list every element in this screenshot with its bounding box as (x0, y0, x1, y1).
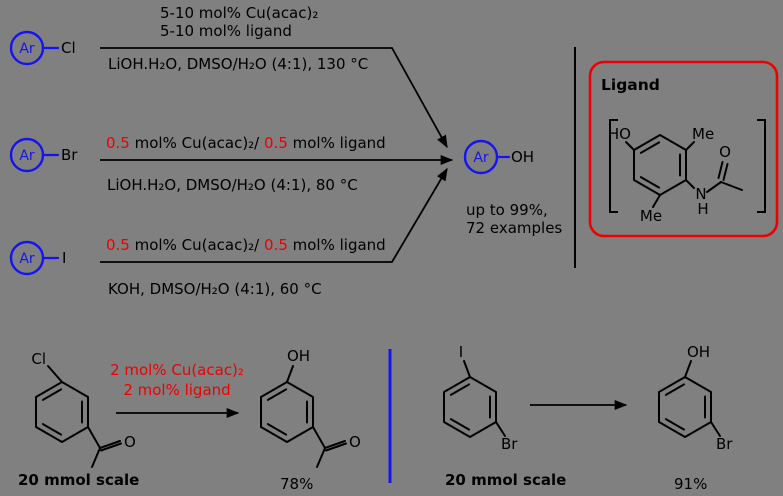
br-label: Br (716, 435, 733, 453)
halide-label-cl: Cl (61, 39, 76, 57)
benzene-ring (35, 381, 89, 443)
left-bracket (609, 119, 618, 213)
substrate-ar-br: Ar Br (9, 137, 78, 173)
br-bond (495, 421, 506, 437)
scaleup-right-yield: 91% (674, 475, 707, 493)
ligand-benzene-ring (633, 134, 687, 196)
scaleup-left-cond1: 2 mol% Cu(acac)₂ (110, 361, 244, 379)
scaleup-left-scale-label: 20 mmol scale (18, 471, 139, 489)
scaleup-left-reactant: Cl O (31, 350, 136, 468)
carbonyl-double-bond-2 (325, 442, 347, 452)
product-ar-oh: Ar OH (463, 139, 534, 175)
me-bottom-label: Me (640, 207, 662, 225)
scaleup-left-yield: 78% (280, 475, 313, 493)
condition-route-cl-below: LiOH.H₂O, DMSO/H₂O (4:1), 130 °C (108, 55, 368, 73)
me-top-bond (685, 141, 695, 151)
h-label: H (697, 200, 708, 218)
n-label: N (695, 185, 706, 203)
oh-bond (684, 360, 692, 378)
condition-route-cl-line2: 5-10 mol% ligand (160, 22, 292, 40)
i-bond (463, 360, 471, 378)
oh-label: OH (287, 347, 310, 365)
oh-label: OH (687, 343, 710, 361)
ho-bond (625, 141, 635, 151)
n-bond (685, 179, 695, 189)
condition-route-cl-line1: 5-10 mol% Cu(acac)₂ (160, 4, 318, 22)
scaleup-right-scale-label: 20 mmol scale (445, 471, 566, 489)
halide-label-br: Br (61, 146, 78, 164)
carbonyl-double-bond-2 (722, 163, 729, 181)
condition-route-i-above: 0.5 mol% Cu(acac)₂/ 0.5 mol% ligand (106, 236, 386, 254)
ar-label: Ar (473, 150, 489, 166)
carbonyl-double-bond-2 (100, 442, 122, 452)
o-label: O (349, 433, 361, 451)
me-bottom-bond (652, 194, 661, 208)
yield-note-line2: 72 examples (466, 219, 562, 237)
oh-label: OH (511, 148, 534, 166)
o-label: O (719, 143, 731, 161)
ar-label: Ar (19, 41, 35, 57)
oh-bond (286, 365, 294, 383)
condition-route-br-above: 0.5 mol% Cu(acac)₂/ 0.5 mol% ligand (106, 134, 386, 152)
ligand-title: Ligand (601, 76, 660, 94)
br-label: Br (501, 435, 518, 453)
scaleup-right-product: OH Br (658, 343, 733, 453)
ar-label: Ar (19, 148, 35, 164)
arrow-route-cl (100, 47, 448, 149)
condition-route-i-below: KOH, DMSO/H₂O (4:1), 60 °C (108, 280, 322, 298)
carbonyl-double-bond-1 (324, 440, 346, 449)
substrate-ar-i: Ar I (9, 240, 66, 276)
acetyl-bond (312, 426, 326, 449)
benzene-ring (260, 381, 314, 443)
halide-label-i: I (62, 249, 66, 267)
acetyl-bond (87, 426, 101, 449)
substrate-ar-cl: Ar Cl (9, 30, 76, 66)
ar-label: Ar (19, 251, 35, 267)
methyl-bond (316, 447, 326, 468)
benzene-ring (658, 376, 712, 438)
ligand-box: Ligand HO Me Me N H O (588, 60, 779, 238)
n-carbonyl-bond (706, 181, 722, 193)
scaleup-left-product: OH O (260, 347, 361, 468)
ligand-box-border (588, 60, 779, 238)
me-top-label: Me (692, 125, 714, 143)
cl-label: Cl (31, 350, 46, 368)
methyl-bond (720, 181, 743, 191)
yield-note-line1: up to 99%, (466, 201, 548, 219)
methyl-bond (91, 447, 101, 468)
benzene-ring (443, 376, 497, 438)
condition-route-br-below: LiOH.H₂O, DMSO/H₂O (4:1), 80 °C (107, 176, 358, 194)
carbonyl-double-bond-1 (99, 440, 121, 449)
ho-label: HO (608, 125, 631, 143)
carbonyl-double-bond-1 (717, 161, 724, 179)
scaleup-left-cond2: 2 mol% ligand (123, 381, 230, 399)
o-label: O (124, 433, 136, 451)
scaleup-right-reactant: I Br (443, 343, 518, 453)
i-label: I (459, 343, 463, 361)
right-bracket (757, 119, 766, 213)
arrow-route-i (100, 167, 448, 263)
br-bond (710, 421, 721, 437)
cl-bond (47, 365, 63, 383)
